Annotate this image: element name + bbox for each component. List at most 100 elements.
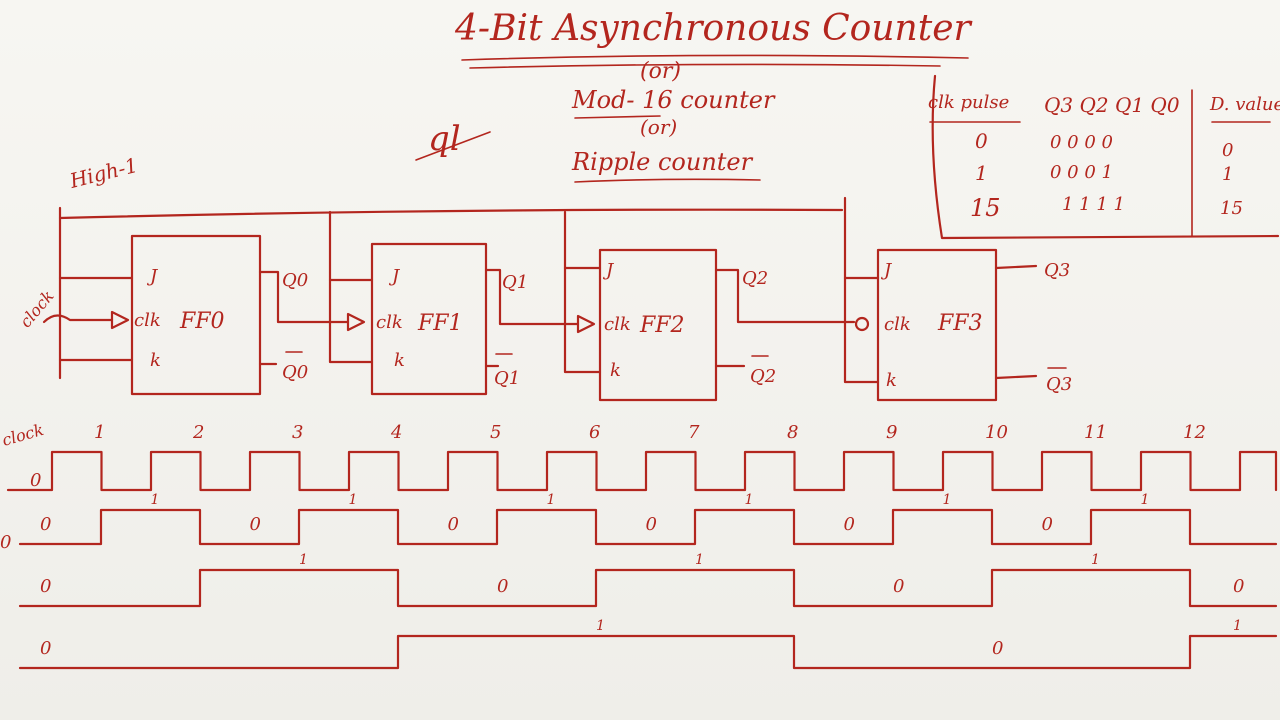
- q1-low-label: 0: [893, 576, 904, 597]
- ff1-name: FF1: [417, 311, 463, 336]
- ff3-j: J: [880, 260, 893, 281]
- table-r2-q: 1 1 1 1: [1062, 194, 1125, 215]
- table-r1-q: 0 0 0 1: [1050, 162, 1113, 183]
- q1-low-label: 0: [40, 576, 51, 597]
- ff0-j: J: [146, 266, 159, 287]
- ff3-qbar-line: [994, 374, 1038, 380]
- q1-high-label: 1: [695, 552, 704, 568]
- ff1-qbar: Q1: [494, 368, 520, 389]
- q1-low-label: 0: [497, 576, 508, 597]
- mod16-underline: [574, 115, 661, 119]
- ff2-q: Q2: [742, 268, 768, 289]
- mod16-label: Mod- 16 counter: [571, 86, 776, 114]
- q2-high-label: 1: [1233, 618, 1242, 634]
- table-r1-clk: 1: [975, 161, 988, 185]
- ff3-k: k: [886, 370, 897, 391]
- ff2-qbar: Q2: [750, 366, 776, 387]
- pulse-number: 4: [390, 422, 402, 443]
- title-underline-2: [469, 63, 941, 69]
- q0-low-label: 0: [40, 514, 51, 535]
- table-border: [931, 74, 1280, 240]
- ff0-clk-arrow: [110, 310, 130, 330]
- q0-high-label: 1: [349, 492, 358, 508]
- ff3-q-line: [994, 264, 1038, 270]
- ff0-clk: clk: [134, 310, 161, 331]
- pulse-number: 2: [192, 422, 204, 443]
- ff2-clk-arrow: [576, 314, 596, 334]
- q2-waveform: [18, 634, 1278, 670]
- pulse-number: 1: [94, 422, 105, 443]
- pulse-number: 9: [886, 422, 897, 443]
- q2-high-label: 1: [596, 618, 605, 634]
- ff0-name: FF0: [179, 309, 225, 334]
- high-label: High-1: [66, 153, 140, 193]
- ff2-k: k: [610, 360, 621, 381]
- ff0-k: k: [150, 350, 161, 371]
- q0-high-label: 1: [547, 492, 556, 508]
- q2-to-ff3: [714, 268, 856, 324]
- pulse-number: 10: [985, 422, 1008, 443]
- pulse-number: 11: [1084, 422, 1107, 443]
- or-label-2: (or): [640, 115, 677, 139]
- q1-low-label: 0: [1233, 576, 1244, 597]
- clock-input-label: clock: [16, 287, 58, 332]
- ff1-j: J: [388, 266, 401, 287]
- clock-input-line: [42, 314, 114, 324]
- table-header-clk: clk pulse: [928, 92, 1009, 113]
- table-r0-clk: 0: [975, 129, 988, 153]
- ff1-clk: clk: [376, 312, 403, 333]
- ff0-box: [130, 234, 262, 396]
- ff2-clk: clk: [604, 314, 631, 335]
- q0-high-label: 1: [745, 492, 754, 508]
- pulse-number: 5: [490, 422, 501, 443]
- pulse-number: 12: [1183, 422, 1206, 443]
- q1-high-label: 1: [1091, 552, 1100, 568]
- mark-strike: [415, 131, 491, 161]
- high-drop-ff1: [328, 210, 374, 364]
- ff1-clk-arrow: [346, 312, 366, 332]
- ff3-qbar: Q3: [1046, 374, 1072, 395]
- ff2-j: J: [602, 260, 615, 281]
- q0-low-label: 0: [844, 514, 855, 535]
- or-label-1: (or): [640, 59, 681, 84]
- high-drop-ff3: [843, 196, 880, 384]
- pulse-number: 3: [292, 422, 303, 443]
- q0-low-label: 0: [448, 514, 459, 535]
- ff2-box: [598, 248, 718, 402]
- ff3-clk-bubble: [854, 316, 870, 332]
- ff2-name: FF2: [639, 313, 685, 338]
- clock-waveform: [6, 450, 1278, 492]
- q2-low-label: 0: [40, 638, 51, 659]
- q0-low-label: 0: [646, 514, 657, 535]
- q2-low-label: 0: [992, 638, 1003, 659]
- ff3-q: Q3: [1044, 260, 1070, 281]
- ff0-q: Q0: [282, 270, 308, 291]
- timing-q0-start: 0: [0, 532, 11, 553]
- q0-waveform: [18, 508, 1278, 546]
- title: 4-Bit Asynchronous Counter: [454, 8, 972, 49]
- q1-high-label: 1: [299, 552, 308, 568]
- q0-low-label: 0: [250, 514, 261, 535]
- ripple-underline: [574, 178, 761, 183]
- ff1-q: Q1: [502, 272, 528, 293]
- table-header-dvalue: D. value: [1209, 94, 1280, 115]
- pulse-number: 6: [589, 422, 600, 443]
- ff1-k: k: [394, 350, 405, 371]
- table-r0-q: 0 0 0 0: [1050, 132, 1113, 153]
- q0-high-label: 1: [1141, 492, 1150, 508]
- high-rail-top: [58, 208, 844, 220]
- q0-high-label: 1: [943, 492, 952, 508]
- ripple-label: Ripple counter: [571, 148, 754, 176]
- q0-low-label: 0: [1042, 514, 1053, 535]
- q0-to-ff1: [258, 270, 350, 324]
- ff3-box: [876, 248, 998, 402]
- ff1-box: [370, 242, 488, 396]
- table-r0-d: 0: [1222, 140, 1233, 161]
- high-drop-ff2: [563, 210, 602, 374]
- table-r2-clk: 15: [970, 194, 1001, 222]
- table-header-q: Q3 Q2 Q1 Q0: [1044, 93, 1180, 117]
- ff0-qbar: Q0: [282, 362, 308, 383]
